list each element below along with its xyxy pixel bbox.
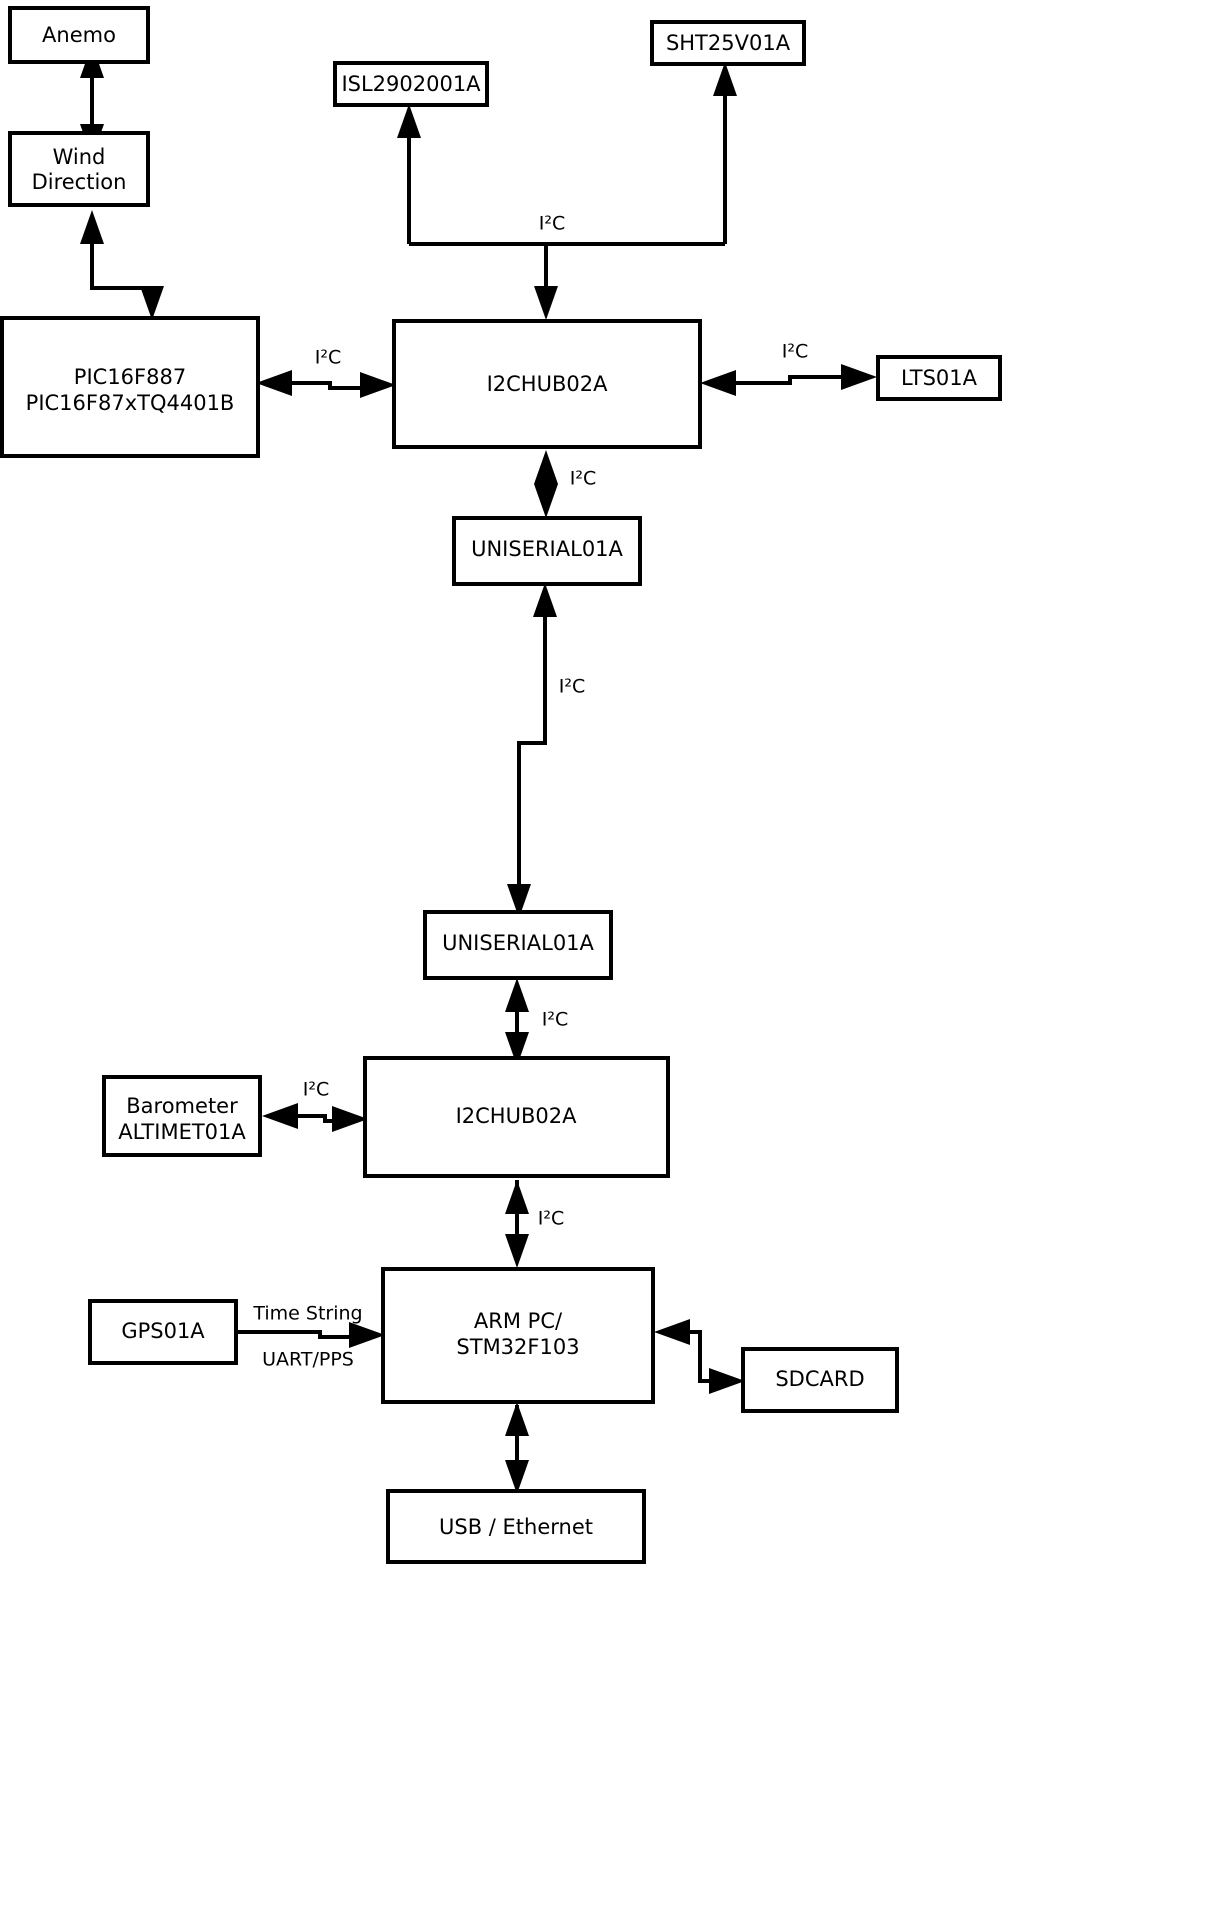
- edge-wind-pic: [80, 210, 164, 320]
- edge-label-uniserial-link: I²C: [559, 676, 586, 698]
- node-wind-direction[interactable]: Wind Direction: [8, 131, 150, 207]
- node-barometer-altimet01a[interactable]: Barometer ALTIMET01A: [102, 1075, 262, 1157]
- node-label-sdcard: SDCARD: [775, 1367, 864, 1391]
- node-pic16f887[interactable]: PIC16F887 PIC16F87xTQ4401B: [0, 316, 260, 458]
- node-label-uniserial-top: UNISERIAL01A: [471, 537, 623, 561]
- node-gps01a[interactable]: GPS01A: [88, 1299, 238, 1365]
- edge-arm-sdcard: [654, 1319, 745, 1394]
- node-uniserial01a-top[interactable]: UNISERIAL01A: [452, 516, 642, 586]
- node-label-baro-line2: ALTIMET01A: [118, 1120, 246, 1144]
- node-uniserial01a-bottom[interactable]: UNISERIAL01A: [423, 910, 613, 980]
- edge-label-pic-hub: I²C: [315, 347, 342, 369]
- edge-label-hub-uniserial: I²C: [570, 468, 597, 490]
- node-label-wind-line1: Wind: [53, 145, 106, 169]
- edge-pic-hubtop: I²C: [256, 347, 396, 398]
- node-label-hub-top: I2CHUB02A: [487, 372, 609, 396]
- node-i2chub02a-bottom[interactable]: I2CHUB02A: [363, 1056, 670, 1178]
- node-label-arm-line2: STM32F103: [456, 1335, 579, 1359]
- edge-hubtop-uniserialtop: I²C: [534, 450, 596, 518]
- edge-label-hub-sensors: I²C: [539, 213, 566, 235]
- node-label-usb: USB / Ethernet: [439, 1515, 593, 1539]
- node-label-hub-bottom: I2CHUB02A: [456, 1104, 578, 1128]
- edge-gps-arm: Time String UART/PPS: [236, 1303, 385, 1371]
- edge-uniserialbot-hubbot: I²C: [505, 978, 568, 1066]
- edge-hubbot-arm: I²C: [505, 1180, 564, 1268]
- node-label-pic-line2: PIC16F87xTQ4401B: [26, 391, 235, 415]
- node-arm-pc[interactable]: ARM PC/ STM32F103: [381, 1267, 655, 1404]
- node-label-isl: ISL2902001A: [341, 72, 481, 96]
- edge-label-gps-arm-bottom: UART/PPS: [262, 1349, 354, 1371]
- edge-label-gps-arm-top: Time String: [252, 1303, 362, 1325]
- node-label-gps: GPS01A: [121, 1319, 205, 1343]
- node-lts01a[interactable]: LTS01A: [876, 355, 1002, 401]
- node-i2chub02a-top[interactable]: I2CHUB02A: [392, 319, 702, 449]
- node-anemo[interactable]: Anemo: [8, 6, 150, 64]
- node-label-baro-line1: Barometer: [126, 1094, 238, 1118]
- node-sht25v01a[interactable]: SHT25V01A: [650, 20, 806, 66]
- edge-label-baro-hub: I²C: [303, 1079, 330, 1101]
- node-label-wind-line2: Direction: [32, 170, 127, 194]
- edge-hubtop-sensors: I²C: [397, 62, 737, 320]
- node-label-arm-line1: ARM PC/: [474, 1309, 563, 1333]
- node-label-anemo: Anemo: [42, 23, 116, 47]
- edge-hubtop-lts: I²C: [700, 341, 877, 396]
- edge-label-hub-lts: I²C: [782, 341, 809, 363]
- edge-uniserial-link: I²C: [507, 583, 585, 918]
- node-isl2902001a[interactable]: ISL2902001A: [333, 61, 489, 107]
- node-label-sht: SHT25V01A: [666, 31, 791, 55]
- node-label-pic-line1: PIC16F887: [74, 365, 186, 389]
- node-label-lts: LTS01A: [901, 366, 978, 390]
- edge-label-hub-arm: I²C: [538, 1208, 565, 1230]
- edge-label-uniserial-hubbot: I²C: [542, 1009, 569, 1031]
- node-label-uniserial-bottom: UNISERIAL01A: [442, 931, 594, 955]
- node-sdcard[interactable]: SDCARD: [741, 1347, 899, 1413]
- edge-arm-usb: [505, 1402, 529, 1494]
- edge-barometer-hubbot: I²C: [262, 1079, 368, 1132]
- node-usb-ethernet[interactable]: USB / Ethernet: [386, 1489, 646, 1564]
